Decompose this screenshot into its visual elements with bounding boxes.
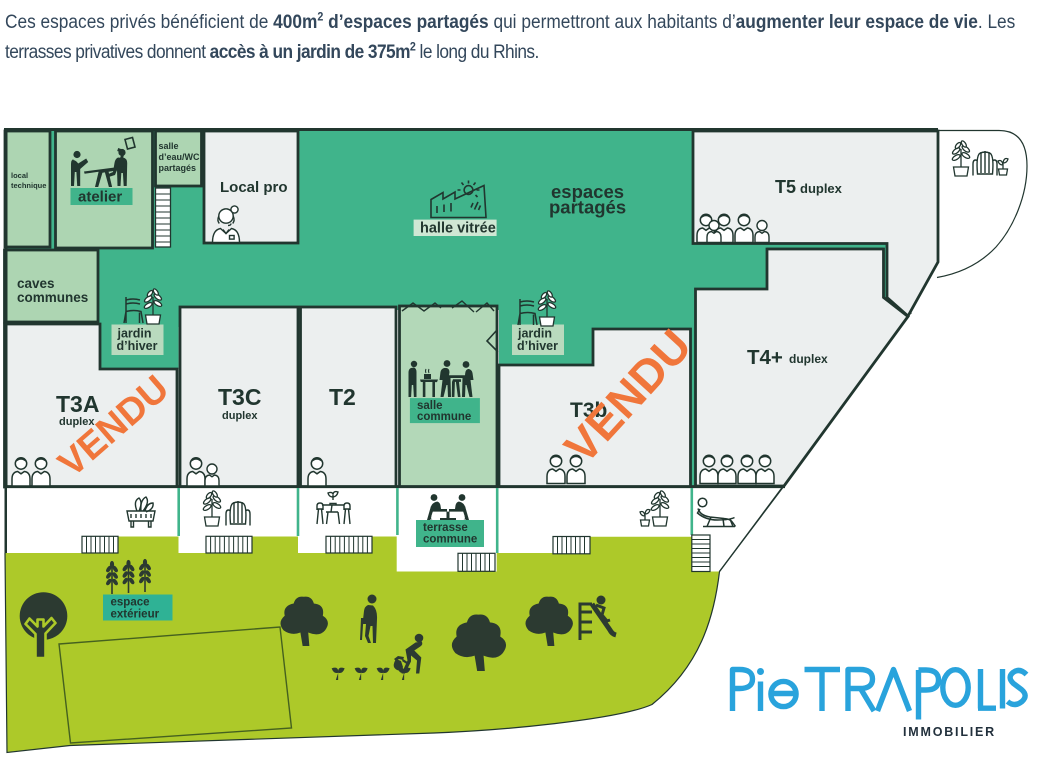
svg-text:T2: T2 <box>329 384 356 410</box>
svg-text:duplex: duplex <box>789 352 828 366</box>
svg-text:partagés: partagés <box>549 197 626 218</box>
svg-text:terrasse: terrasse <box>423 522 468 534</box>
svg-text:jardin: jardin <box>117 327 152 341</box>
svg-text:T4+: T4+ <box>747 346 783 369</box>
svg-text:espaces: espaces <box>551 181 624 202</box>
svg-text:Local pro: Local pro <box>220 179 288 196</box>
svg-text:jardin: jardin <box>517 327 552 341</box>
svg-text:T5: T5 <box>775 177 796 197</box>
svg-text:T3b: T3b <box>570 399 607 422</box>
svg-text:duplex: duplex <box>59 416 95 428</box>
svg-text:IMMOBILIER: IMMOBILIER <box>903 725 996 739</box>
svg-text:extérieur: extérieur <box>111 609 160 621</box>
svg-text:atelier: atelier <box>78 189 122 206</box>
svg-text:duplex: duplex <box>800 181 843 196</box>
svg-text:commune: commune <box>423 534 477 546</box>
svg-text:halle vitrée: halle vitrée <box>420 220 496 236</box>
svg-text:partagés: partagés <box>159 163 197 173</box>
svg-text:T3A: T3A <box>56 391 99 417</box>
svg-text:d’hiver: d’hiver <box>517 339 558 353</box>
svg-text:salle: salle <box>417 400 443 412</box>
svg-text:T3C: T3C <box>218 384 261 410</box>
svg-text:technique: technique <box>11 181 46 190</box>
svg-text:communes: communes <box>17 290 88 305</box>
svg-text:duplex: duplex <box>222 410 258 422</box>
svg-text:d’eau/WC: d’eau/WC <box>159 152 201 162</box>
svg-text:caves: caves <box>17 276 55 291</box>
svg-text:commune: commune <box>417 411 471 423</box>
svg-text:local: local <box>11 171 28 180</box>
svg-text:espace: espace <box>111 597 150 609</box>
svg-text:d’hiver: d’hiver <box>117 339 158 353</box>
svg-text:salle: salle <box>159 141 179 151</box>
